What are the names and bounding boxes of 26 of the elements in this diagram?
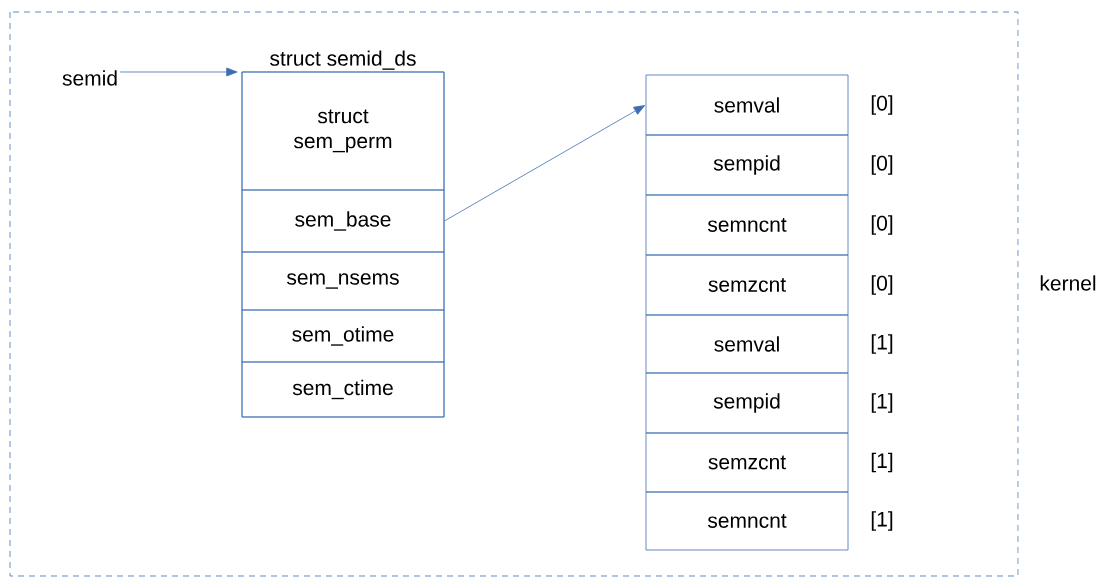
field-cell: struct sem_perm (241, 71, 445, 191)
field-cell: sempid (645, 134, 849, 196)
field-cell: sem_ctime (241, 361, 445, 418)
node-label: kernel (1040, 275, 1096, 291)
field-cell: sem_base (241, 189, 445, 253)
index-label: [0] (871, 215, 893, 235)
node-label: struct semid_ds (270, 50, 416, 70)
index-label: [0] (871, 275, 893, 295)
index-label: [1] (871, 511, 893, 531)
field-cell: sem_otime (241, 309, 445, 363)
index-label: [1] (871, 334, 893, 354)
index-label: [0] (871, 155, 893, 175)
index-label: [1] (871, 393, 893, 413)
field-cell: semzcnt (645, 432, 849, 493)
field-cell: sempid (645, 372, 849, 434)
field-cell: semval (645, 74, 849, 136)
field-cell: semncnt (645, 194, 849, 256)
field-cell: semval (645, 314, 849, 374)
field-cell: sem_nsems (241, 251, 445, 311)
arrow (119, 67, 238, 77)
index-label: [1] (871, 452, 893, 473)
index-label: [0] (871, 95, 893, 115)
field-cell: semzcnt (645, 254, 849, 316)
arrow (444, 105, 645, 222)
variable-label: semid (62, 70, 117, 86)
field-cell: semncnt (645, 491, 849, 551)
